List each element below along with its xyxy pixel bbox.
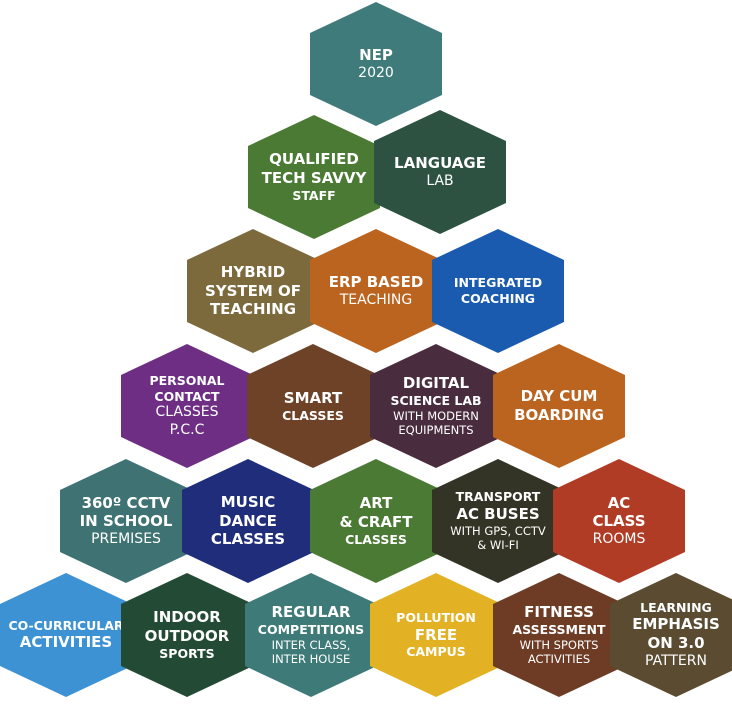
music-dance-line-1: MUSIC <box>220 492 276 511</box>
cctv-line-1: 360º CCTV <box>81 493 171 512</box>
pollution-free-line-2: FREE <box>414 625 458 644</box>
learning-emphasis-line-4: PATTERN <box>645 652 707 669</box>
erp-teaching-line-2: TEACHING <box>339 291 413 308</box>
day-boarding-line-1: DAY CUM <box>520 387 598 406</box>
ac-class-line-3: ROOMS <box>592 531 646 547</box>
qualified-staff-line-2: TECH SAVVY <box>261 169 367 188</box>
art-craft-line-2: & CRAFT <box>339 513 413 532</box>
integrated-coaching-line-1: INTEGRATED <box>453 275 543 291</box>
hybrid-teaching-line-2: SYSTEM OF <box>204 281 302 300</box>
learning-emphasis-line-1: LEARNING <box>640 599 712 615</box>
day-boarding-line-2: BOARDING <box>514 406 604 424</box>
personal-contact-line-1: PERSONAL <box>149 372 225 388</box>
qualified-staff-line-1: QUALIFIED <box>269 150 359 169</box>
hybrid-teaching-line-1: HYBRID <box>220 262 286 281</box>
art-craft-line-1: ART <box>359 494 393 513</box>
transport-line-1: TRANSPORT <box>455 489 541 505</box>
indoor-outdoor-line-2: OUTDOOR <box>144 627 230 646</box>
ac-class-line-2: CLASS <box>592 512 646 531</box>
music-dance-line-2: DANCE <box>219 511 277 530</box>
cctv-line-3: PREMISES <box>91 531 161 547</box>
regular-competitions-line-3: INTER CLASS, <box>271 637 351 652</box>
digital-science-lab-line-4: EQUIPMENTS <box>398 423 474 438</box>
nep-2020-line-2: 2020 <box>358 64 394 81</box>
language-lab-line-2: LAB <box>426 172 454 189</box>
digital-science-lab-line-2: SCIENCE LAB <box>390 393 482 409</box>
transport-line-4: & WI-FI <box>477 538 519 553</box>
digital-science-lab-line-3: WITH MODERN <box>393 408 479 423</box>
indoor-outdoor-line-3: SPORTS <box>159 645 215 661</box>
co-curricular-line-1: CO-CURRICULAR <box>8 617 124 633</box>
fitness-assessment-line-1: FITNESS <box>524 603 594 622</box>
personal-contact-line-2: CONTACT <box>154 388 220 404</box>
integrated-coaching-line-2: COACHING <box>460 291 536 306</box>
language-lab-line-1: LANGUAGE <box>394 153 486 172</box>
indoor-outdoor-line-1: INDOOR <box>153 608 221 627</box>
pollution-free-line-3: CAMPUS <box>406 644 466 660</box>
transport-line-2: AC BUSES <box>456 505 540 524</box>
ac-class-line-1: AC <box>607 493 631 512</box>
learning-emphasis-line-3: ON 3.0 <box>647 634 705 653</box>
art-craft-line-3: CLASSES <box>345 531 407 547</box>
qualified-staff-line-3: STAFF <box>292 187 336 203</box>
fitness-assessment-line-3: WITH SPORTS <box>519 637 599 652</box>
co-curricular-line-2: ACTIVITIES <box>19 633 113 652</box>
learning-emphasis-line-2: EMPHASIS <box>632 615 720 634</box>
regular-competitions-line-4: INTER HOUSE <box>271 652 351 667</box>
fitness-assessment-line-4: ACTIVITIES <box>527 652 591 667</box>
digital-science-lab-line-1: DIGITAL <box>402 374 470 393</box>
personal-contact-line-4: P.C.C <box>169 421 205 438</box>
smart-classes-line-1: SMART <box>283 388 343 407</box>
hybrid-teaching-line-3: TEACHING <box>209 300 297 319</box>
fitness-assessment-line-2: ASSESSMENT <box>512 622 606 638</box>
transport-line-3: WITH GPS, CCTV <box>450 523 546 538</box>
regular-competitions-line-2: COMPETITIONS <box>257 622 365 638</box>
erp-teaching-line-1: ERP BASED <box>328 272 424 291</box>
pollution-free-line-1: POLLUTION <box>396 610 476 625</box>
nep-2020-line-1: NEP <box>359 45 393 64</box>
music-dance-line-3: CLASSES <box>210 530 286 549</box>
smart-classes-line-2: CLASSES <box>282 407 344 423</box>
personal-contact-line-3: CLASSES <box>155 404 219 421</box>
cctv-line-2: IN SCHOOL <box>79 512 173 531</box>
regular-competitions-line-1: REGULAR <box>271 603 351 622</box>
